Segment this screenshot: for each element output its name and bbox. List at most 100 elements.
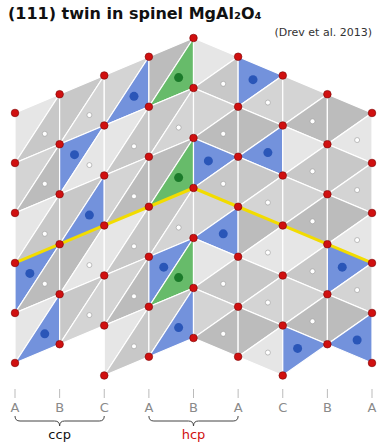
- stacking-type-label: ccp: [48, 427, 71, 442]
- al-atom: [132, 144, 137, 149]
- oxygen-atom: [145, 153, 153, 161]
- layer-tick: [327, 389, 328, 398]
- al-atom: [132, 194, 137, 199]
- al-atom: [265, 250, 270, 255]
- atoms: [25, 73, 361, 355]
- al-atom: [221, 181, 226, 186]
- oxygen-atom: [324, 240, 332, 248]
- al-atom: [355, 188, 360, 193]
- al-octahedron: [149, 288, 194, 357]
- al-atom: [310, 269, 315, 274]
- oxygen-atom: [145, 303, 153, 311]
- oxygen-atom: [279, 122, 287, 130]
- oxygen-atom: [11, 259, 19, 267]
- citation: (Drev et al. 2013): [275, 26, 372, 39]
- stacking-layer-letter: B: [189, 400, 198, 415]
- oxygen-atom: [100, 72, 108, 80]
- al-atom: [221, 281, 226, 286]
- layer-tick: [59, 389, 60, 398]
- al-atom: [355, 238, 360, 243]
- oxygen-atom: [145, 203, 153, 211]
- stacking-layer-letter: A: [11, 400, 20, 415]
- al-atom: [221, 131, 226, 136]
- al-octahedron: [104, 307, 149, 376]
- mg-atom: [174, 73, 183, 82]
- al-atom: [42, 131, 47, 136]
- oxygen-atom: [100, 322, 108, 330]
- al-octahedron: [104, 307, 149, 376]
- oxygen-atom: [100, 372, 108, 380]
- oxygen-atom: [190, 34, 198, 42]
- oxygen-atom: [56, 240, 64, 248]
- mg-atom: [204, 156, 213, 165]
- oxygen-atom: [368, 309, 376, 317]
- al-atom: [310, 119, 315, 124]
- oxygen-atom: [190, 284, 198, 292]
- al-octahedron: [194, 307, 239, 357]
- layer-tick: [148, 389, 149, 398]
- oxygen-atom: [145, 103, 153, 111]
- oxygen-atom: [190, 334, 198, 342]
- oxygen-atom: [11, 359, 19, 367]
- oxygen-atom: [368, 209, 376, 217]
- oxygen-atom: [234, 53, 242, 61]
- oxygen-atom: [324, 290, 332, 298]
- al-atom: [221, 81, 226, 86]
- oxygen-atom: [190, 134, 198, 142]
- oxygen-atom: [279, 372, 287, 380]
- oxygen-atom: [145, 53, 153, 61]
- al-atom: [132, 294, 137, 299]
- oxygen-atom: [11, 159, 19, 167]
- mg-atom: [174, 173, 183, 182]
- al-atom: [87, 163, 92, 168]
- ccp-brace: [15, 416, 104, 426]
- polyhedra: [15, 38, 372, 375]
- al-atom: [265, 100, 270, 105]
- oxygen-atom: [279, 272, 287, 280]
- mg-tetrahedron: [15, 294, 60, 363]
- oxygen-atom: [11, 209, 19, 217]
- stacking-layer-letter: B: [55, 400, 64, 415]
- mg-atom: [263, 148, 272, 157]
- oxygen-atom: [190, 234, 198, 242]
- layer-tick: [193, 389, 194, 398]
- al-atom: [176, 225, 181, 230]
- stacking-type-label: hcp: [182, 427, 206, 442]
- mg-atom: [219, 229, 228, 238]
- al-octahedron: [238, 325, 283, 375]
- oxygen-atom: [190, 184, 198, 192]
- stacking-layer-letter: A: [368, 400, 377, 415]
- oxygen-atom: [279, 322, 287, 330]
- al-atom: [310, 219, 315, 224]
- oxygen-atom: [56, 340, 64, 348]
- mg-atom: [70, 150, 79, 159]
- al-atom: [132, 344, 137, 349]
- stacking-layer-letter: C: [100, 400, 109, 415]
- oxygen-atom: [56, 90, 64, 98]
- stacking-layer-letter: A: [144, 400, 153, 415]
- stacking-layer-letter: B: [323, 400, 332, 415]
- oxygen-atom: [279, 72, 287, 80]
- al-octahedron: [60, 275, 105, 344]
- layer-tick: [282, 389, 283, 398]
- oxygen-atom: [11, 109, 19, 117]
- al-atom: [87, 313, 92, 318]
- title: (111) twin in spinel MgAl₂O₄: [8, 4, 262, 23]
- al-atom: [42, 231, 47, 236]
- al-atom: [310, 319, 315, 324]
- oxygen-atom: [56, 190, 64, 198]
- oxygen-atom: [234, 203, 242, 211]
- mg-tetrahedron: [149, 288, 194, 357]
- oxygen-atom: [100, 272, 108, 280]
- mg-atom: [353, 336, 362, 345]
- stacking-layer-letter: A: [234, 400, 243, 415]
- mg-atom: [293, 344, 302, 353]
- oxygen-atom: [368, 259, 376, 267]
- mg-atom: [130, 92, 139, 101]
- al-atom: [355, 288, 360, 293]
- oxygen-atom: [234, 253, 242, 261]
- al-octahedron: [60, 275, 105, 344]
- oxygen-atom: [145, 353, 153, 361]
